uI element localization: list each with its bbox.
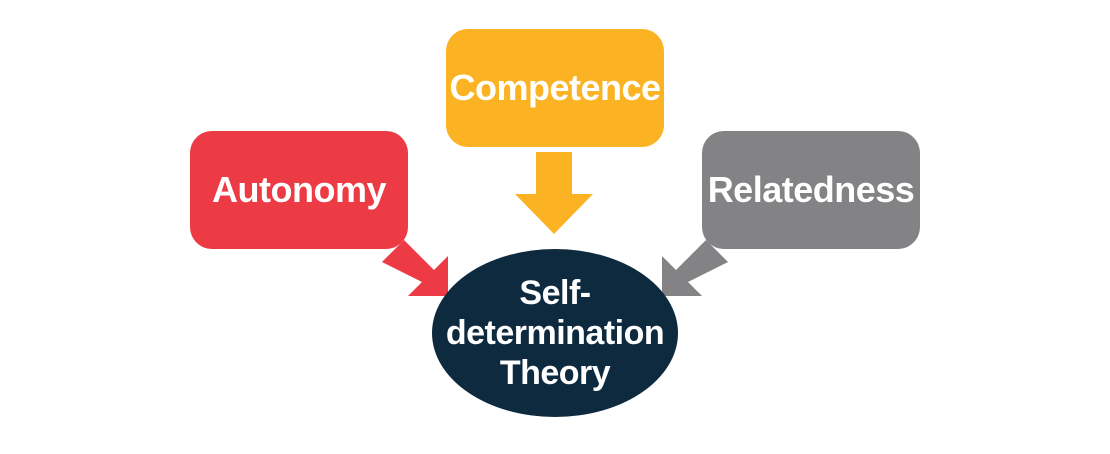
- center-label-line-1: Self-: [519, 274, 591, 312]
- autonomy-arrow: [382, 240, 448, 296]
- competence-label: Competence: [449, 67, 661, 108]
- relatedness-label: Relatedness: [707, 169, 915, 210]
- self-determination-theory-node: Self- determination Theory: [432, 249, 678, 417]
- autonomy-box: Autonomy: [190, 131, 408, 249]
- relatedness-box: Relatedness: [702, 131, 920, 249]
- center-label-line-3: Theory: [499, 354, 611, 392]
- autonomy-label: Autonomy: [212, 169, 386, 210]
- competence-box: Competence: [446, 29, 664, 147]
- relatedness-arrow: [662, 240, 728, 296]
- competence-arrow: [515, 152, 593, 234]
- center-label-line-2: determination: [445, 314, 665, 352]
